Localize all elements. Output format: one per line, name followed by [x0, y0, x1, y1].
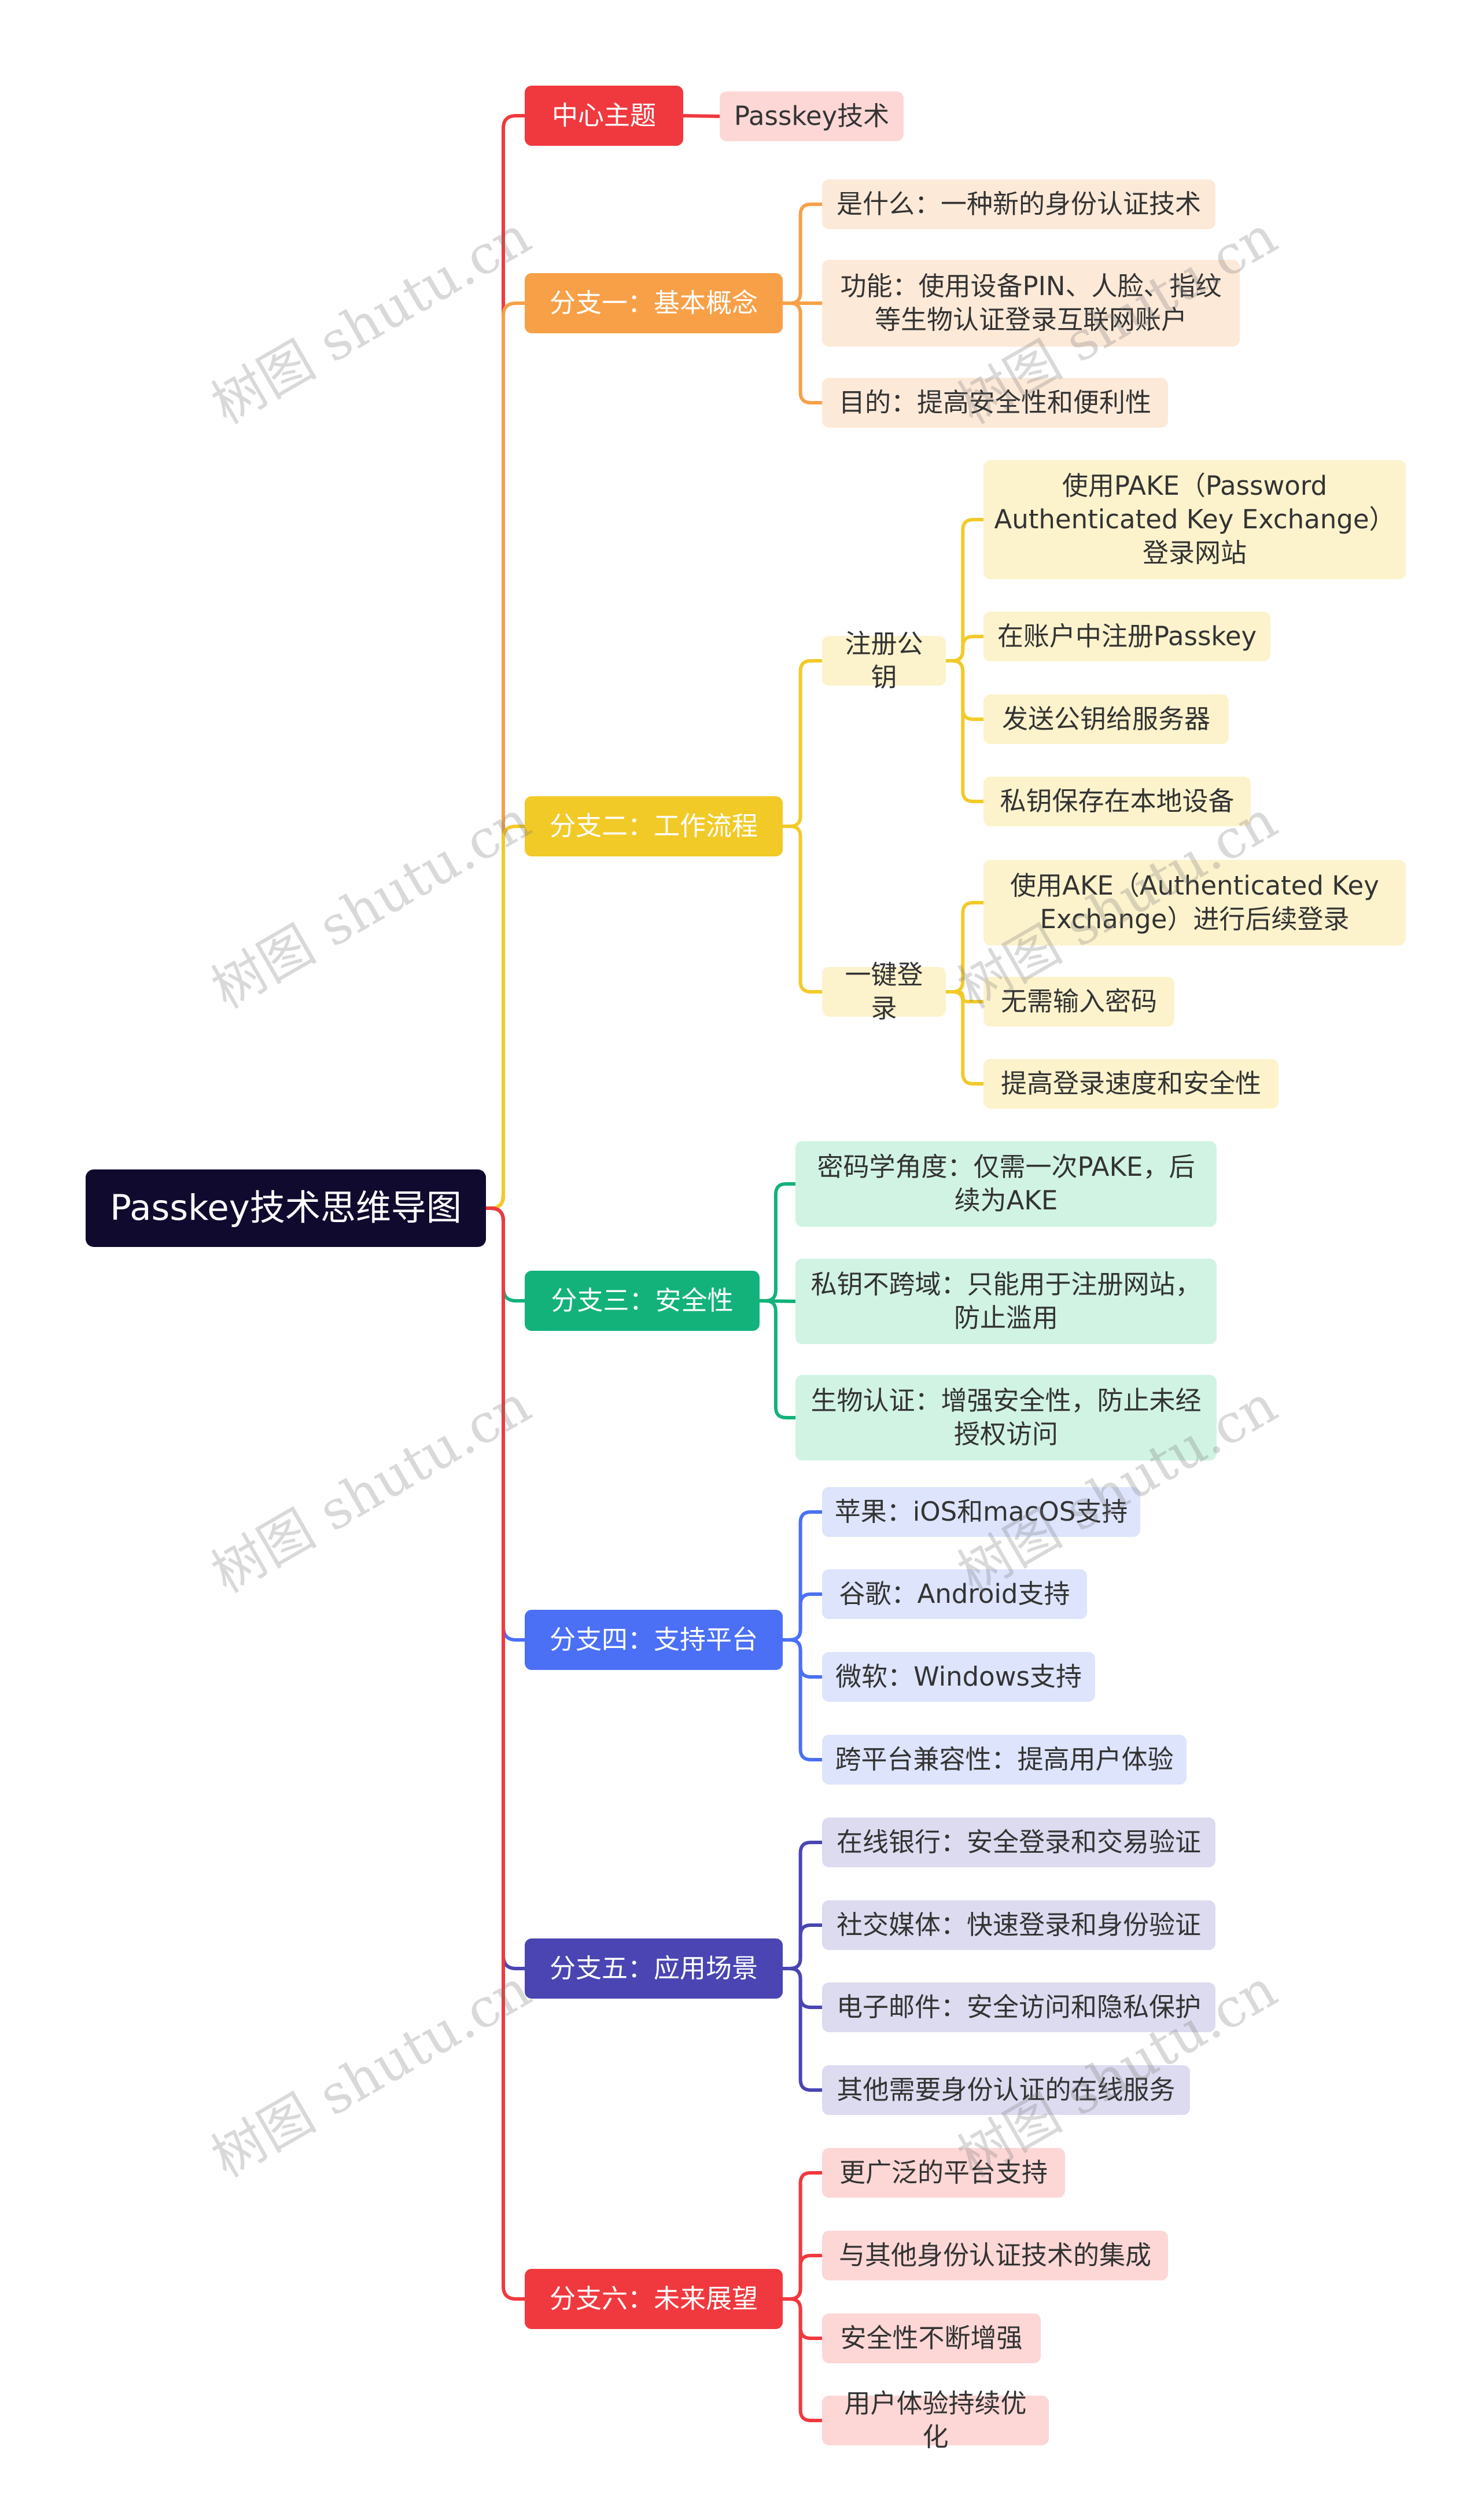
branch-center-topic[interactable]: 中心主题: [525, 86, 683, 146]
leaf-social-media[interactable]: 社交媒体：快速登录和身份验证: [822, 1900, 1215, 1950]
leaf-other-services[interactable]: 其他需要身份认证的在线服务: [822, 2065, 1190, 2115]
connector-branch-leaf: [781, 1841, 824, 1970]
leaf-microsoft[interactable]: 微软：Windows支持: [822, 1652, 1095, 1702]
leaf-email[interactable]: 电子邮件：安全访问和隐私保护: [822, 1982, 1215, 2032]
leaf-faster-login[interactable]: 提高登录速度和安全性: [983, 1059, 1279, 1109]
connector-branch-leaf: [781, 1923, 824, 1970]
connector-branch-leaf: [781, 1638, 824, 1679]
connector-root-branch: [484, 825, 526, 1210]
connector-sub-leaf: [944, 635, 985, 663]
connector-branch-leaf: [781, 1967, 824, 2009]
connector-branch-leaf: [781, 1638, 824, 1761]
leaf-cryptography[interactable]: 密码学角度：仅需一次PAKE，后续为AKE: [795, 1141, 1217, 1227]
branch-workflow[interactable]: 分支二：工作流程: [525, 796, 783, 856]
connector-root-branch: [484, 1206, 526, 1642]
sub-register-key[interactable]: 注册公钥: [822, 628, 946, 693]
leaf-online-banking[interactable]: 在线银行：安全登录和交易验证: [822, 1818, 1215, 1867]
connector-branch-leaf: [758, 1299, 797, 1419]
branch-use-cases[interactable]: 分支五：应用场景: [525, 1938, 783, 1999]
leaf-function[interactable]: 功能：使用设备PIN、人脸、指纹等生物认证登录互联网账户: [822, 260, 1240, 347]
connector-sub-leaf: [944, 901, 985, 994]
connector-sub-leaf: [944, 659, 985, 721]
connector-sub-leaf: [944, 659, 985, 803]
connector-branch-leaf: [781, 2171, 824, 2301]
leaf-private-key-local[interactable]: 私钥保存在本地设备: [983, 777, 1251, 826]
connector-branch-leaf: [781, 1510, 824, 1642]
leaf-no-password[interactable]: 无需输入密码: [983, 977, 1174, 1027]
leaf-security-enhance[interactable]: 安全性不断增强: [822, 2313, 1041, 2363]
connector-root-branch: [484, 1206, 526, 1970]
root-node[interactable]: Passkey技术思维导图: [86, 1169, 486, 1247]
connector-branch-leaf: [781, 2297, 824, 2340]
connector-branch-leaf: [781, 659, 824, 828]
leaf-what-is[interactable]: 是什么：一种新的身份认证技术: [822, 179, 1215, 229]
connector-branch-leaf: [758, 1182, 797, 1303]
connector-branch-leaf: [781, 301, 824, 404]
connector-branch-leaf: [781, 2254, 824, 2301]
branch-security[interactable]: 分支三：安全性: [525, 1271, 760, 1331]
leaf-ux-optimize[interactable]: 用户体验持续优化: [822, 2388, 1049, 2452]
connector-sub-leaf: [944, 990, 985, 1086]
connector-root-branch: [484, 1206, 526, 1303]
leaf-google[interactable]: 谷歌：Android支持: [822, 1569, 1087, 1619]
leaf-integration[interactable]: 与其他身份认证技术的集成: [822, 2231, 1168, 2280]
leaf-use-ake[interactable]: 使用AKE（Authenticated Key Exchange）进行后续登录: [983, 860, 1406, 946]
connector-branch-leaf: [781, 825, 824, 994]
sub-one-click-login[interactable]: 一键登录: [822, 959, 946, 1024]
connector-branch-leaf: [781, 1967, 824, 2092]
connector-branch-leaf: [781, 203, 824, 305]
leaf-passkey-tech[interactable]: Passkey技术: [720, 91, 904, 141]
branch-basic-concept[interactable]: 分支一：基本概念: [525, 273, 783, 333]
connector-branch-leaf: [781, 2297, 824, 2422]
leaf-purpose[interactable]: 目的：提高安全性和便利性: [822, 378, 1168, 428]
leaf-cross-platform[interactable]: 跨平台兼容性：提高用户体验: [822, 1735, 1187, 1785]
leaf-no-cross-domain[interactable]: 私钥不跨域：只能用于注册网站，防止滥用: [795, 1259, 1217, 1344]
branch-platforms[interactable]: 分支四：支持平台: [525, 1610, 783, 1670]
connector-root-branch: [484, 301, 526, 1210]
leaf-register-passkey[interactable]: 在账户中注册Passkey: [983, 612, 1270, 661]
leaf-wider-support[interactable]: 更广泛的平台支持: [822, 2148, 1065, 2198]
branch-future[interactable]: 分支六：未来展望: [525, 2269, 783, 2329]
leaf-send-public-key[interactable]: 发送公钥给服务器: [983, 694, 1229, 744]
connector-root-branch: [484, 1206, 526, 2301]
leaf-biometric[interactable]: 生物认证：增强安全性，防止未经授权访问: [795, 1375, 1217, 1461]
leaf-apple[interactable]: 苹果：iOS和macOS支持: [822, 1487, 1140, 1537]
leaf-use-pake[interactable]: 使用PAKE（Password Authenticated Key Exchan…: [983, 460, 1406, 579]
connector-root-branch: [484, 114, 526, 1210]
connector-branch-leaf: [781, 1592, 824, 1642]
